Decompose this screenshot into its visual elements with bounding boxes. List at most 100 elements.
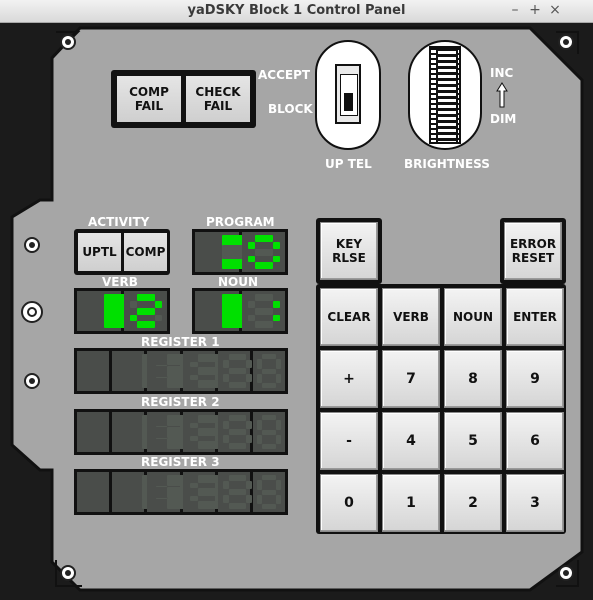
segment-e [189, 375, 198, 380]
comp-activity-light: COMP [124, 233, 167, 271]
enter-button[interactable]: ENTER [506, 288, 564, 346]
segment-b [154, 301, 162, 308]
digit-cell [252, 412, 286, 452]
segment-g [228, 368, 246, 374]
segment-d [254, 321, 273, 328]
segment-b [275, 359, 281, 369]
uptl-light: UPTL [78, 233, 121, 271]
segment-d [228, 503, 246, 509]
segment-e [256, 434, 262, 444]
digit-cell [252, 472, 286, 512]
block-label: BLOCK [268, 102, 313, 116]
digit-cell [112, 351, 186, 391]
key-1-button[interactable]: 1 [382, 474, 440, 532]
segment-a [167, 354, 195, 365]
segment-f [247, 242, 255, 249]
key-3-button[interactable]: 3 [506, 474, 564, 532]
minus-button[interactable]: - [320, 412, 378, 470]
digit-cell [77, 291, 140, 331]
segment-c [272, 255, 280, 262]
check-fail-light: CHECK FAIL [186, 76, 250, 122]
key-0-button[interactable]: 0 [320, 474, 378, 532]
segment-b [245, 360, 252, 368]
segment-b [275, 480, 281, 490]
error-reset-button[interactable]: ERROR RESET [504, 222, 562, 280]
clear-button[interactable]: CLEAR [320, 288, 378, 346]
segment-c [245, 374, 252, 382]
verb-button[interactable]: VERB [382, 288, 440, 346]
segment-c [272, 314, 280, 321]
digit-cell [112, 412, 186, 452]
key-6-button[interactable]: 6 [506, 412, 564, 470]
close-button[interactable]: × [549, 2, 561, 18]
segment-c [154, 314, 162, 321]
segment-f [129, 301, 137, 308]
segment-d [228, 382, 246, 388]
segment-e [222, 374, 229, 382]
digit-cell [252, 351, 286, 391]
segment-g [167, 426, 195, 438]
key-4-button[interactable]: 4 [382, 412, 440, 470]
digit-cell [182, 351, 226, 391]
digit-cell [77, 351, 223, 391]
segment-e [129, 314, 137, 321]
digit-cell [147, 472, 206, 512]
up-tel-label: UP TEL [325, 157, 372, 171]
uplink-switch[interactable] [315, 40, 381, 150]
segment-f [256, 359, 262, 369]
digit-cell [241, 291, 285, 331]
brightness-wheel[interactable] [408, 40, 482, 150]
register-2-label: REGISTER 2 [141, 395, 220, 409]
register-3-label: REGISTER 3 [141, 455, 220, 469]
segment-g [197, 488, 218, 496]
digit-cell [195, 291, 258, 331]
segment-f [156, 365, 168, 366]
connector-icon [21, 301, 43, 323]
digit-cell [123, 291, 167, 331]
segment-g [261, 429, 276, 435]
segment-a [261, 415, 276, 420]
segment-a [254, 294, 273, 301]
segment-c [275, 434, 281, 444]
segment-g [197, 428, 218, 436]
segment-d [228, 443, 246, 449]
segment-c [245, 435, 252, 443]
segment-a [167, 475, 195, 486]
key-5-button[interactable]: 5 [444, 412, 502, 470]
segment-b [272, 301, 280, 308]
key-9-button[interactable]: 9 [506, 350, 564, 408]
segment-d [136, 321, 155, 328]
segment-a [197, 415, 218, 423]
segment-e [247, 255, 255, 262]
segment-a [228, 415, 246, 421]
segment-b [275, 420, 281, 430]
title-bar: yaDSKY Block 1 Control Panel – + × [0, 0, 593, 23]
key-7-button[interactable]: 7 [382, 350, 440, 408]
digit-cell [182, 472, 226, 512]
segment-g [261, 489, 276, 495]
segment-f [189, 362, 198, 367]
segment-d [261, 383, 276, 388]
key-8-button[interactable]: 8 [444, 350, 502, 408]
key-rlse-button[interactable]: KEY RLSE [320, 222, 378, 280]
segment-d [261, 444, 276, 449]
key-2-button[interactable]: 2 [444, 474, 502, 532]
maximize-button[interactable]: + [529, 2, 541, 18]
segment-a [136, 294, 155, 301]
segment-a [167, 415, 195, 426]
segment-g [254, 248, 273, 256]
segment-g [167, 486, 195, 498]
segment-e [156, 437, 168, 438]
digit-cell [217, 412, 252, 452]
minimize-button[interactable]: – [511, 2, 519, 18]
screw-icon [60, 34, 76, 50]
register-3-display [74, 469, 288, 515]
verb-display [74, 288, 170, 334]
segment-e [156, 497, 168, 498]
noun-button[interactable]: NOUN [444, 288, 502, 346]
segment-d [197, 501, 218, 509]
window-title: yaDSKY Block 1 Control Panel [187, 3, 406, 18]
digit-cell [217, 472, 252, 512]
plus-button[interactable]: + [320, 350, 378, 408]
screw-icon [558, 34, 574, 50]
